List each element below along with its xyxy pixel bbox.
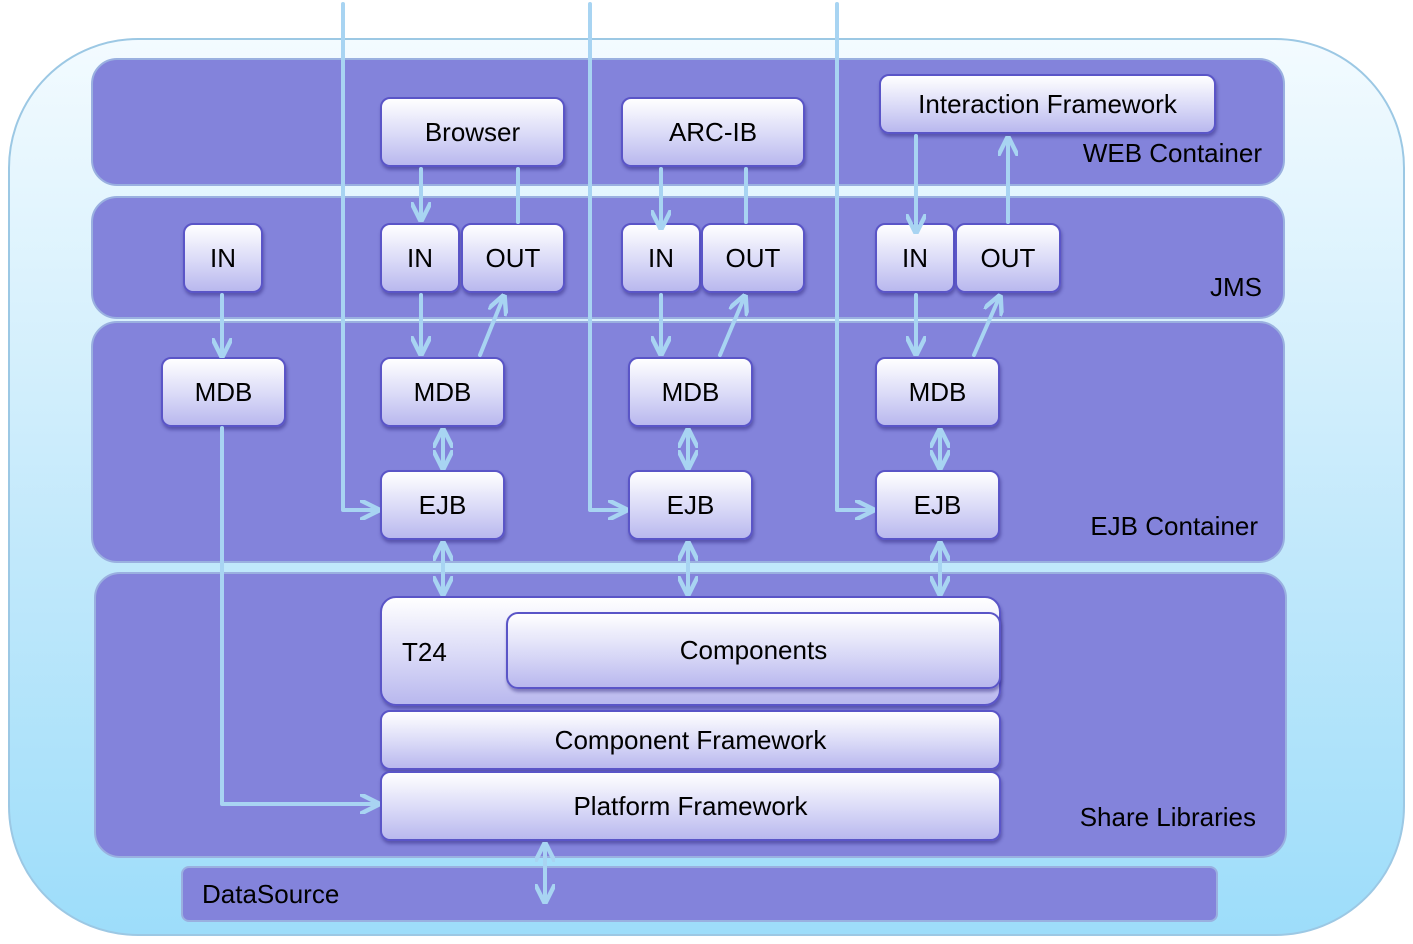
mdb-box-4: MDB xyxy=(875,357,1000,427)
arc-ib-box: ARC-IB xyxy=(621,97,805,167)
components-box: Components xyxy=(506,612,1001,689)
component-framework-box: Component Framework xyxy=(380,710,1001,770)
jms-in-box-1: IN xyxy=(183,223,263,293)
ejb-box-4: EJB xyxy=(875,470,1000,540)
jms-out-box-4: OUT xyxy=(955,223,1061,293)
browser-box: Browser xyxy=(380,97,565,167)
mdb-box-1: MDB xyxy=(161,357,286,427)
share-libraries-label: Share Libraries xyxy=(1079,802,1256,832)
jms-in-box-4: IN xyxy=(875,223,955,293)
datasource-band xyxy=(181,866,1218,922)
jms-in-box-3: IN xyxy=(621,223,701,293)
jms-out-box-3: OUT xyxy=(701,223,805,293)
jms-in-box-2: IN xyxy=(380,223,460,293)
ejb-box-3: EJB xyxy=(628,470,753,540)
mdb-box-2: MDB xyxy=(380,357,505,427)
mdb-box-3: MDB xyxy=(628,357,753,427)
ejb-container-label: EJB Container xyxy=(1090,511,1258,541)
platform-framework-box: Platform Framework xyxy=(380,771,1001,841)
ejb-box-2: EJB xyxy=(380,470,505,540)
datasource-label: DataSource xyxy=(202,879,340,909)
interaction-framework-box: Interaction Framework xyxy=(879,74,1216,134)
web-container-label: WEB Container xyxy=(1082,138,1262,168)
jms-label: JMS xyxy=(1210,272,1262,302)
jms-out-box-2: OUT xyxy=(461,223,565,293)
t24-label: T24 xyxy=(402,637,447,667)
